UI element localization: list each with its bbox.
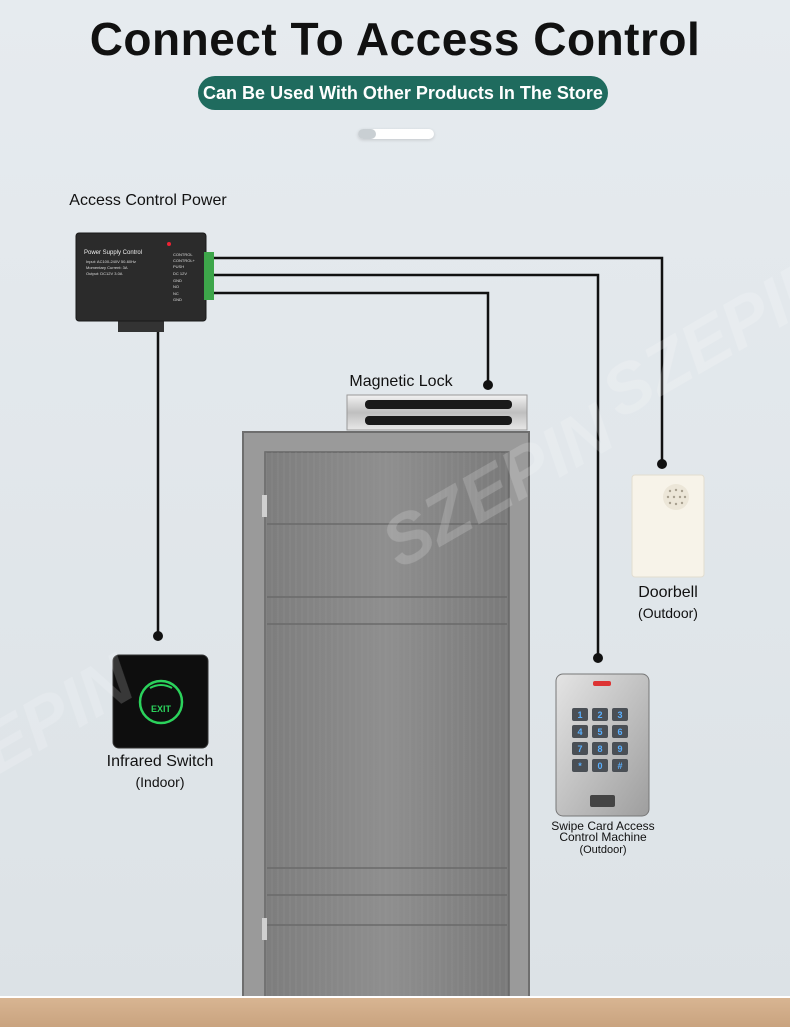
keypad-key-label: 6 [617, 727, 622, 737]
keypad-key [612, 708, 628, 721]
svg-text:PUSH: PUSH [173, 264, 184, 269]
power-supply-device-text: Power Supply Control [84, 250, 142, 256]
keypad-key-label: * [578, 761, 582, 771]
doorbell-sublabel: (Outdoor) [638, 605, 698, 621]
keypad-key [612, 725, 628, 738]
svg-text:Input: AC100-240V 50-60Hz: Input: AC100-240V 50-60Hz [86, 259, 136, 264]
wire-keypad [210, 273, 600, 656]
keypad-key-label: 1 [577, 710, 582, 720]
keypad-key [572, 725, 588, 738]
keypad-key [612, 759, 628, 772]
keypad-key [592, 759, 608, 772]
wire-lock [210, 291, 490, 384]
power-supply-device: CONTROL CONTROL+ PUSH DC 12V GND NO NC G… [75, 232, 214, 332]
wire-end-lock [483, 380, 493, 390]
keypad-sublabel: (Outdoor) [579, 844, 627, 856]
keypad-key [572, 708, 588, 721]
slide-indicator [358, 129, 434, 139]
baseboard [0, 996, 790, 999]
doorbell-device [631, 474, 705, 578]
keypad-key [592, 708, 608, 721]
keypad-key-label: # [617, 761, 622, 771]
svg-text:Output: DC12V 3.0A: Output: DC12V 3.0A [86, 271, 123, 276]
svg-text:GND: GND [173, 297, 182, 302]
wire-end-doorbell [657, 459, 667, 469]
doorbell-label: Doorbell [638, 584, 698, 601]
power-supply-label: Access Control Power [69, 192, 227, 209]
infrared-switch-device [112, 654, 209, 749]
magnetic-lock-device [346, 394, 528, 431]
keypad-key [592, 742, 608, 755]
wiring [156, 256, 664, 656]
hinge-bottom [262, 918, 267, 940]
keypad-key [572, 742, 588, 755]
keypad-key-label: 7 [577, 744, 582, 754]
svg-text:CONTROL: CONTROL [173, 252, 193, 257]
wire-doorbell [210, 256, 664, 462]
keypad-key-label: 5 [597, 727, 602, 737]
infrared-switch-label: Infrared Switch [106, 753, 214, 770]
svg-text:Momentary Current: 3A: Momentary Current: 3A [86, 265, 128, 270]
subtitle-badge: Can Be Used With Other Products In The S… [198, 76, 608, 110]
hinge-top [262, 495, 267, 517]
svg-text:NO: NO [173, 284, 179, 289]
svg-text:CONTROL+: CONTROL+ [173, 258, 196, 263]
keypad-key [592, 725, 608, 738]
svg-text:GND: GND [173, 278, 182, 283]
keypad-key-label: 4 [577, 727, 582, 737]
svg-text:DC 12V: DC 12V [173, 271, 187, 276]
wire-end-infrared [153, 631, 163, 641]
floor [0, 998, 790, 1027]
watermark-text: SZEPIN [589, 238, 790, 433]
exit-button-text: EXIT [151, 704, 172, 714]
keypad-keys: 1 2 3 4 5 6 7 8 9 * 0 # [572, 708, 628, 772]
page-title: Connect To Access Control [89, 13, 701, 65]
keypad-key-label: 9 [617, 744, 622, 754]
keypad-key-label: 0 [597, 761, 602, 771]
keypad-key [572, 759, 588, 772]
keypad-label-line2: Control Machine [559, 830, 647, 844]
magnetic-lock-label: Magnetic Lock [349, 373, 453, 390]
keypad-key-label: 3 [617, 710, 622, 720]
keypad-key-label: 8 [597, 744, 602, 754]
infrared-switch-sublabel: (Indoor) [135, 774, 185, 790]
wire-end-keypad [593, 653, 603, 663]
keypad-label-line1: Swipe Card Access [551, 819, 655, 833]
keypad-key [612, 742, 628, 755]
svg-text:NC: NC [173, 291, 179, 296]
keypad-key-label: 2 [597, 710, 602, 720]
door [242, 431, 530, 999]
